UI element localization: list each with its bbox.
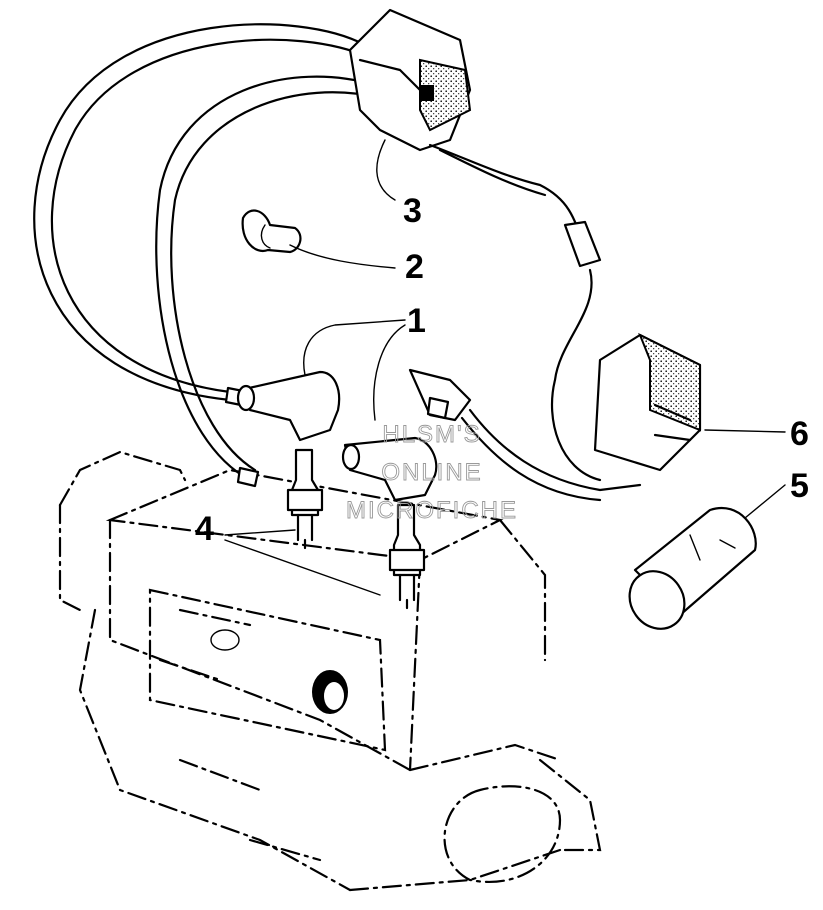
condenser bbox=[628, 507, 757, 630]
spark-plugs bbox=[286, 448, 426, 610]
spark-plug-caps bbox=[236, 370, 438, 502]
wire-clip bbox=[241, 209, 302, 254]
engine-outline bbox=[58, 450, 602, 892]
watermark-line-2: ONLINE bbox=[381, 459, 482, 486]
high-tension-wires bbox=[33, 23, 382, 488]
watermark-line-1: HLSM'S bbox=[382, 421, 481, 448]
callout-2: 2 bbox=[405, 248, 424, 286]
callout-4: 4 bbox=[195, 510, 214, 548]
ignition-coil bbox=[348, 8, 602, 268]
wiring-harness bbox=[408, 268, 642, 502]
watermark: HLSM'S ONLINE MICROFICHE bbox=[346, 421, 518, 525]
callout-3: 3 bbox=[403, 192, 422, 230]
callout-6: 6 bbox=[790, 415, 809, 453]
leader-lines bbox=[224, 139, 786, 596]
cdi-box bbox=[593, 332, 702, 472]
callout-5: 5 bbox=[790, 467, 809, 505]
watermark-line-3: MICROFICHE bbox=[346, 497, 518, 524]
callout-1: 1 bbox=[407, 302, 426, 340]
